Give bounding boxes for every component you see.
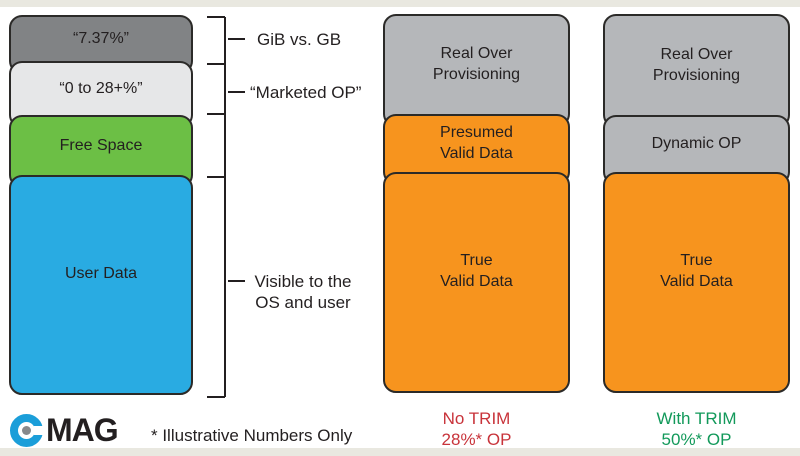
with-trim-column: Real Over Provisioning Dynamic OP True V… [603,14,790,393]
segment-real-overprovisioning: Real Over Provisioning [383,14,570,127]
segment-true-valid-data: True Valid Data [383,172,570,393]
with-trim-caption: With TRIM 50%* OP [656,409,737,449]
top-border-strip [0,0,800,7]
segment-label: Free Space [59,136,143,154]
bottom-border-strip [0,448,800,456]
segment-label: Dynamic OP [651,135,742,152]
segment-real-overprovisioning: Real Over Provisioning [603,14,790,128]
annotation-marketed-op: “Marketed OP” [250,83,362,102]
logo-c-gap [34,426,43,435]
logo-c-icon [10,414,43,447]
left-column-bracket [207,16,245,398]
logo-c-dot [22,426,31,435]
marketed-capacity-column: “7.37%” “0 to 28+%” Free Space User Data [9,15,193,395]
segment-label: True Valid Data [440,251,513,290]
logo-text: MAG [46,412,119,448]
segment-label: True Valid Data [660,251,733,290]
segment-label: Real Over Provisioning [652,45,741,84]
no-trim-column: Real Over Provisioning Presumed Valid Da… [383,14,570,393]
segment-user-data: User Data [9,175,193,395]
annotation-visible-to-os: Visible to the OS and user [254,272,352,312]
segment-true-valid-data: True Valid Data [603,172,790,393]
no-trim-caption: No TRIM 28%* OP [441,409,512,449]
illustrative-note: * Illustrative Numbers Only [151,426,353,445]
segment-label: Presumed Valid Data [440,124,513,162]
segment-label: “0 to 28+%” [59,79,143,97]
cmag-logo: MAG [10,412,119,449]
segment-label: Real Over Provisioning [432,45,521,83]
annotation-gib-vs-gb: GiB vs. GB [257,30,342,49]
segment-label: “7.37%” [72,29,130,47]
segment-label: User Data [64,264,138,282]
